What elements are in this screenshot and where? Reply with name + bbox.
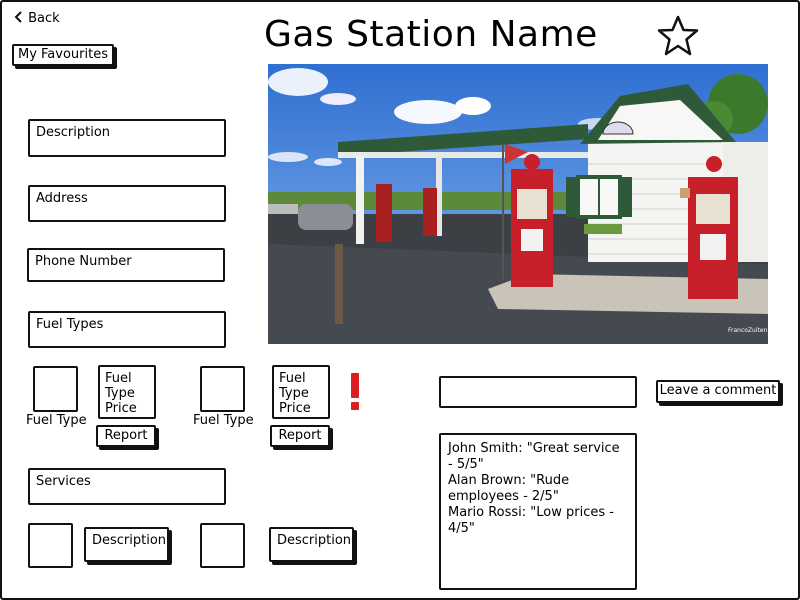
my-favourites-button[interactable]: My Favourites — [12, 44, 114, 66]
fuel-type-price: Fuel Type Price — [98, 365, 156, 419]
phone-number-field: Phone Number — [27, 248, 225, 282]
fuel-type-price: Fuel Type Price — [272, 365, 330, 419]
favourite-star-icon[interactable] — [655, 14, 701, 58]
fuel-type-label: Fuel Type — [193, 413, 254, 428]
list-item: John Smith: "Great service - 5/5" — [448, 441, 620, 472]
station-photo: FrancoZuiten — [268, 64, 768, 344]
fuel-types-field: Fuel Types — [28, 311, 226, 348]
page-title: Gas Station Name — [264, 14, 598, 55]
services-field: Services — [28, 468, 226, 505]
report-label: Report — [278, 428, 322, 443]
report-button[interactable]: Report — [96, 425, 156, 447]
leave-comment-label: Leave a comment — [659, 383, 777, 398]
fuel-type-image — [33, 366, 78, 412]
list-item: Mario Rossi: "Low prices - 4/5" — [448, 505, 614, 536]
fuel-type-label: Fuel Type — [26, 413, 87, 428]
comments-list: John Smith: "Great service - 5/5" Alan B… — [439, 433, 637, 590]
fuel-type-image — [200, 366, 245, 412]
my-favourites-label: My Favourites — [17, 47, 108, 62]
comment-input[interactable] — [439, 376, 637, 408]
exclamation-alert-icon — [348, 372, 362, 412]
service-description: Description — [269, 527, 354, 562]
service-description: Description — [84, 527, 169, 562]
leave-comment-button[interactable]: Leave a comment — [656, 380, 780, 403]
photo-watermark: FrancoZuiten — [728, 327, 768, 334]
description-field: Description — [28, 119, 226, 157]
report-button[interactable]: Report — [270, 425, 330, 447]
service-image — [200, 523, 245, 568]
service-image — [28, 523, 73, 568]
list-item: Alan Brown: "Rude employees - 2/5" — [448, 473, 570, 504]
chevron-left-icon — [14, 11, 28, 26]
report-label: Report — [104, 428, 148, 443]
back-label: Back — [28, 11, 60, 26]
address-field: Address — [28, 185, 226, 222]
back-link[interactable]: Back — [14, 11, 60, 26]
